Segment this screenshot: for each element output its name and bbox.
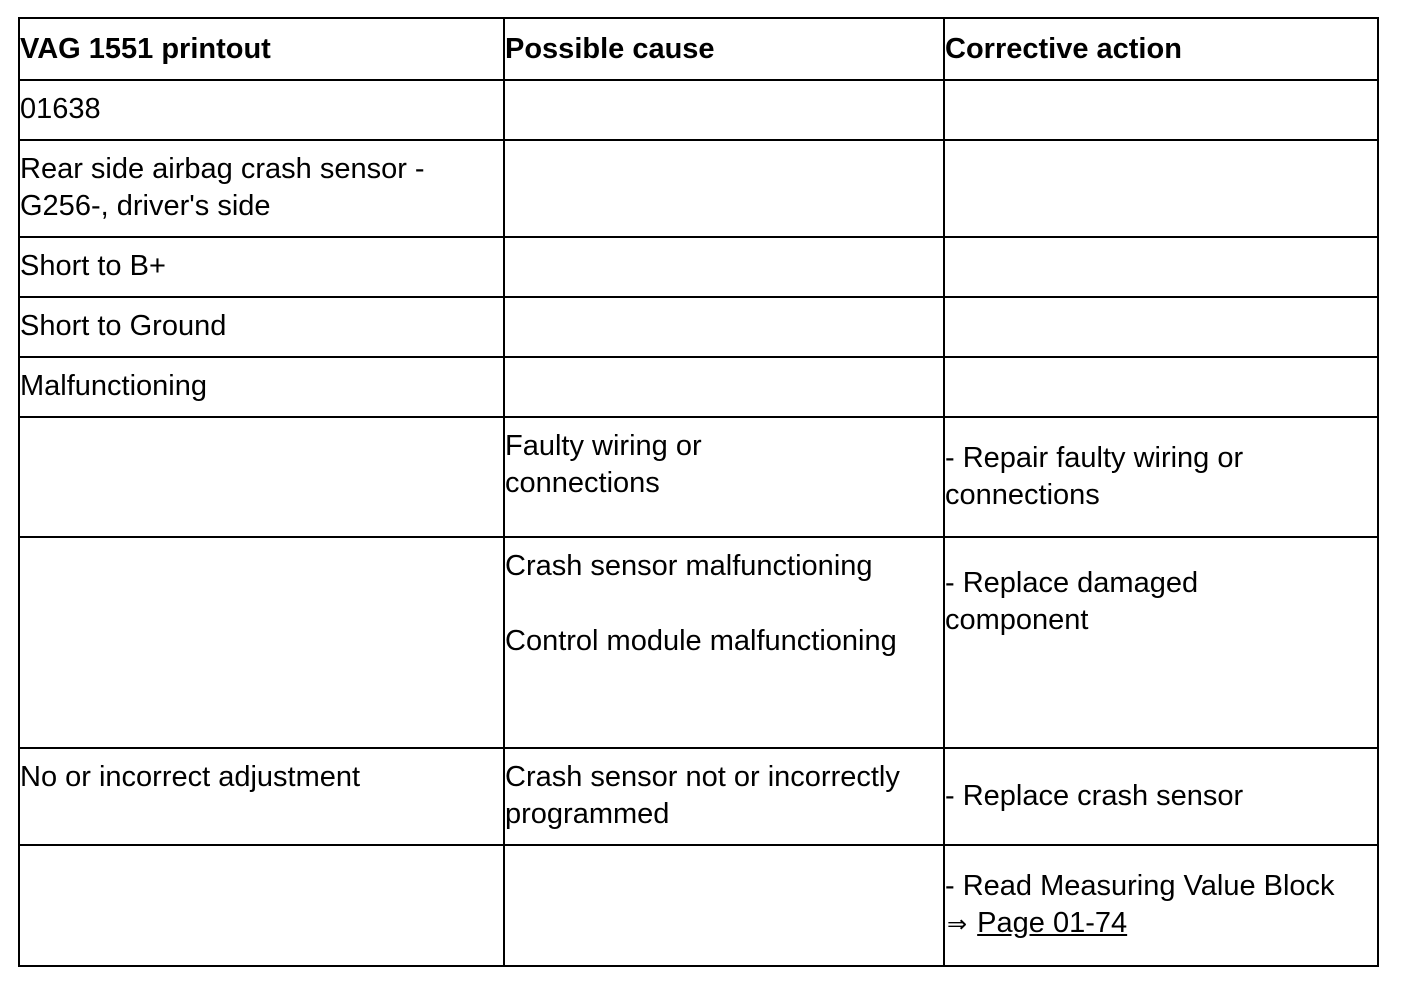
action-text: - Read Measuring Value Block: [945, 870, 1335, 902]
action-cell: [943, 139, 1379, 238]
table-row: Rear side airbag crash sensor -G256-, dr…: [18, 139, 1379, 238]
printout-cell: Malfunctioning: [18, 356, 505, 418]
action-cell: [943, 296, 1379, 358]
table-header-row: VAG 1551 printout Possible cause Correct…: [18, 17, 1379, 81]
cause-cell: Faulty wiring or connections: [503, 416, 945, 538]
cause-cell: [503, 844, 945, 967]
header-possible-cause: Possible cause: [503, 17, 945, 81]
cause-cell: [503, 296, 945, 358]
cause-line: Crash sensor malfunctioning: [505, 550, 873, 582]
printout-cell: 01638: [18, 79, 505, 141]
page-reference-link[interactable]: Page 01-74: [977, 907, 1128, 939]
table-row: Short to Ground: [18, 296, 1379, 358]
action-cell: [943, 79, 1379, 141]
action-cell: - Read Measuring Value Block ⇒ Page 01-7…: [943, 844, 1379, 967]
header-corrective-action: Corrective action: [943, 17, 1379, 81]
cause-cell: Crash sensor malfunctioning Control modu…: [503, 536, 945, 749]
printout-cell: No or incorrect adjustment: [18, 747, 505, 846]
action-cell: - Repair faulty wiring or connections: [943, 416, 1379, 538]
printout-cell: Rear side airbag crash sensor -G256-, dr…: [18, 139, 505, 238]
printout-cell: [18, 416, 505, 538]
table-row: - Read Measuring Value Block ⇒ Page 01-7…: [18, 844, 1379, 967]
printout-cell: [18, 536, 505, 749]
printout-cell: Short to Ground: [18, 296, 505, 358]
cause-cell: [503, 356, 945, 418]
cause-gap: [505, 585, 943, 623]
table-row: Short to B+: [18, 236, 1379, 298]
table-row: Malfunctioning: [18, 356, 1379, 418]
cause-cell: Crash sensor not or incorrectly programm…: [503, 747, 945, 846]
printout-cell: [18, 844, 505, 967]
action-cell: [943, 236, 1379, 298]
table-row: No or incorrect adjustment Crash sensor …: [18, 747, 1379, 846]
printout-cell: Short to B+: [18, 236, 505, 298]
table-row: 01638: [18, 79, 1379, 141]
diagnostic-table: VAG 1551 printout Possible cause Correct…: [18, 17, 1379, 967]
cause-cell: [503, 236, 945, 298]
header-printout: VAG 1551 printout: [18, 17, 505, 81]
action-cell: - Replace damaged component: [943, 536, 1379, 749]
table-row: Crash sensor malfunctioning Control modu…: [18, 536, 1379, 749]
cause-cell: [503, 139, 945, 238]
cause-line: Control module malfunctioning: [505, 625, 897, 657]
table-row: Faulty wiring or connections - Repair fa…: [18, 416, 1379, 538]
action-cell: [943, 356, 1379, 418]
action-cell: - Replace crash sensor: [943, 747, 1379, 846]
cause-cell: [503, 79, 945, 141]
arrow-right-icon: ⇒: [947, 910, 968, 938]
